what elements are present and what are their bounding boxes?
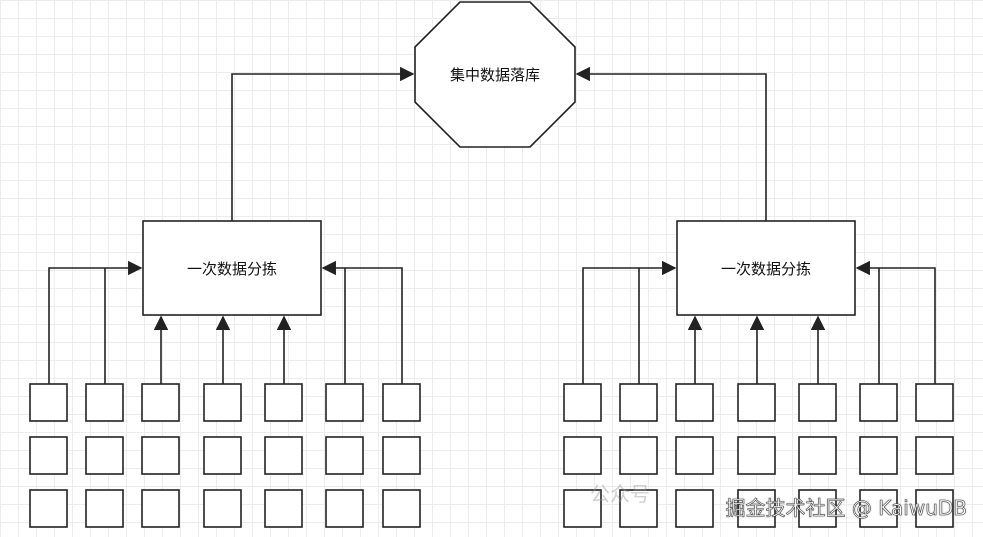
source-box-right-r1-c1 <box>563 383 602 422</box>
source-box-right-r3-c6 <box>859 489 898 528</box>
source-box-left-r3-c5 <box>264 489 303 528</box>
sorter-box-left <box>142 220 322 316</box>
source-box-left-r2-c7 <box>382 436 421 475</box>
source-box-right-r1-c7 <box>915 383 954 422</box>
source-box-left-r1-c4 <box>203 383 242 422</box>
source-box-left-r1-c1 <box>29 383 68 422</box>
source-grid-left <box>29 383 421 528</box>
sorter-box-right <box>676 220 856 316</box>
source-box-right-r1-c4 <box>737 383 776 422</box>
source-box-right-r1-c2 <box>619 383 658 422</box>
source-box-right-r2-c7 <box>915 436 954 475</box>
source-box-left-r1-c7 <box>382 383 421 422</box>
source-box-right-r3-c5 <box>798 489 837 528</box>
source-grid-right <box>563 383 954 528</box>
source-box-left-r2-c2 <box>85 436 124 475</box>
source-box-right-r2-c3 <box>675 436 714 475</box>
source-box-right-r3-c3 <box>675 489 714 528</box>
source-box-left-r3-c4 <box>203 489 242 528</box>
source-box-right-r2-c5 <box>798 436 837 475</box>
central-store-octagon <box>414 1 576 148</box>
source-box-right-r3-c4 <box>737 489 776 528</box>
edge-right-source-7 <box>855 260 936 384</box>
source-box-right-r3-c7 <box>915 489 954 528</box>
source-box-left-r2-c6 <box>325 436 364 475</box>
source-box-right-r1-c6 <box>859 383 898 422</box>
edge-left-source-7 <box>321 260 403 384</box>
source-box-left-r2-c4 <box>203 436 242 475</box>
source-box-right-r1-c3 <box>675 383 714 422</box>
source-box-right-r2-c1 <box>563 436 602 475</box>
edge-left-source-1 <box>48 260 143 384</box>
source-box-left-r1-c2 <box>85 383 124 422</box>
edge-left-sorter-to-store <box>231 66 415 221</box>
source-box-left-r2-c5 <box>264 436 303 475</box>
source-box-left-r3-c3 <box>141 489 180 528</box>
source-box-right-r3-c1 <box>563 489 602 528</box>
source-box-right-r2-c6 <box>859 436 898 475</box>
source-box-right-r2-c2 <box>619 436 658 475</box>
edge-right-sorter-to-store <box>575 66 767 221</box>
source-box-left-r2-c3 <box>141 436 180 475</box>
source-box-right-r2-c4 <box>737 436 776 475</box>
source-box-left-r3-c6 <box>325 489 364 528</box>
source-box-right-r1-c5 <box>798 383 837 422</box>
source-box-right-r3-c2 <box>619 489 658 528</box>
source-box-left-r1-c6 <box>325 383 364 422</box>
source-box-left-r1-c5 <box>264 383 303 422</box>
source-box-left-r3-c7 <box>382 489 421 528</box>
source-box-left-r2-c1 <box>29 436 68 475</box>
source-box-left-r1-c3 <box>141 383 180 422</box>
source-box-left-r3-c2 <box>85 489 124 528</box>
edge-right-source-1 <box>582 260 677 384</box>
source-box-left-r3-c1 <box>29 489 68 528</box>
